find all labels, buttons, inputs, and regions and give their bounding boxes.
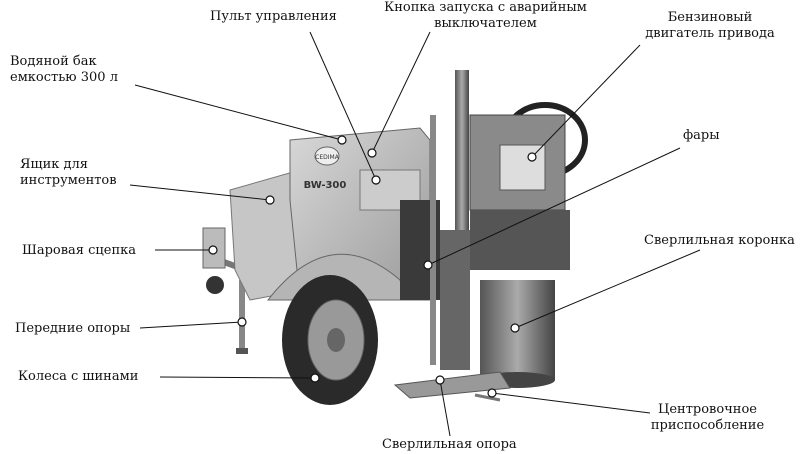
label-centering-device: Центровочное приспособление — [640, 402, 775, 434]
label-toolbox: Ящик для инструментов — [20, 157, 117, 189]
model-label: BW-300 — [304, 180, 347, 191]
label-centering-line2: приспособление — [650, 418, 765, 433]
label-toolbox-line1: Ящик для — [20, 157, 88, 172]
label-ball-hitch: Шаровая сцепка — [22, 243, 137, 258]
label-start-button-line1: Кнопка запуска с аварийным — [384, 0, 587, 15]
engine-drawing — [469, 102, 588, 270]
brand-logo: CEDIMA — [315, 154, 340, 161]
label-start-button-line2: выключателем — [434, 16, 537, 31]
label-front-supports: Передние опоры — [15, 321, 131, 336]
label-water-tank-line1: Водяной бак — [10, 54, 97, 69]
label-engine: Бензиновый двигатель привода — [640, 10, 780, 42]
label-control-panel: Пульт управления — [210, 9, 337, 24]
leader-dots — [208, 135, 537, 398]
label-engine-line2: двигатель привода — [645, 26, 775, 41]
label-drill-crown: Сверлильная коронка — [644, 233, 795, 248]
drill-support-drawing — [393, 371, 511, 399]
label-water-tank-line2: емкостью 300 л — [10, 70, 118, 85]
label-toolbox-line2: инструментов — [20, 173, 117, 188]
label-headlights: фары — [683, 128, 720, 143]
label-engine-line1: Бензиновый — [667, 10, 753, 25]
label-start-button: Кнопка запуска с аварийным выключателем — [378, 0, 593, 32]
drill-crown-drawing — [479, 280, 555, 388]
leader-lines — [129, 31, 701, 437]
label-drill-support: Сверлильная опора — [382, 437, 517, 452]
label-water-tank: Водяной бак емкостью 300 л — [10, 54, 118, 86]
wheel-drawing — [282, 275, 378, 405]
label-centering-line1: Центровочное — [658, 402, 757, 417]
label-wheels: Колеса с шинами — [18, 369, 139, 384]
